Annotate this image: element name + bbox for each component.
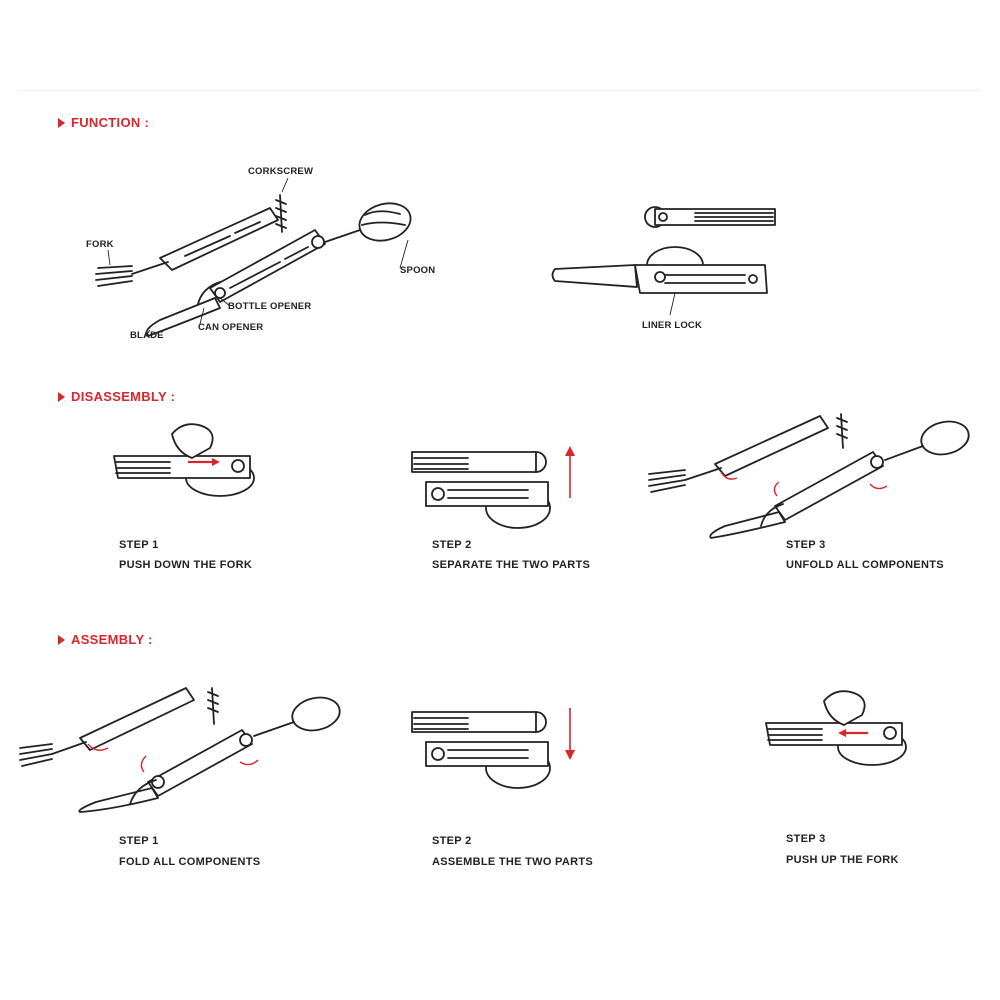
disassembly-section-title: DISASSEMBLY : xyxy=(58,389,175,404)
assembly-step3-text: PUSH UP THE FORK xyxy=(786,854,899,866)
spoon-label: SPOON xyxy=(400,265,436,276)
bottle-opener-label: BOTTLE OPENER xyxy=(228,301,312,312)
assembly-step1-number: STEP 1 xyxy=(119,835,159,847)
assembly-step1-illustration xyxy=(19,687,341,813)
function-section-title: FUNCTION : xyxy=(58,115,149,130)
fork-label: FORK xyxy=(86,239,114,250)
assembly-step3-number: STEP 3 xyxy=(786,833,826,845)
disassembly-step1-number: STEP 1 xyxy=(119,539,159,551)
can-opener-label: CAN OPENER xyxy=(198,322,264,333)
disassembly-step1-text: PUSH DOWN THE FORK xyxy=(119,559,253,571)
disassembly-step2-number: STEP 2 xyxy=(432,539,472,551)
liner-lock-label: LINER LOCK xyxy=(642,320,703,331)
assembly-step2-number: STEP 2 xyxy=(432,835,472,847)
folded-multitool-illustration xyxy=(551,206,776,316)
triangle-bullet-icon xyxy=(58,391,65,402)
triangle-bullet-icon xyxy=(58,117,65,128)
assembly-step3-illustration xyxy=(765,690,907,766)
assembly-step2-illustration xyxy=(411,708,575,789)
disassembly-step3-number: STEP 3 xyxy=(786,539,826,551)
top-divider xyxy=(18,90,980,91)
disassembly-step1-illustration xyxy=(113,423,255,497)
unfolded-multitool-illustration xyxy=(95,177,412,337)
blade-label: BLADE xyxy=(130,330,164,341)
disassembly-step3-text: UNFOLD ALL COMPONENTS xyxy=(786,559,944,571)
assembly-step1-text: FOLD ALL COMPONENTS xyxy=(119,856,261,868)
corkscrew-label: CORKSCREW xyxy=(248,166,314,177)
triangle-bullet-icon xyxy=(58,634,65,645)
assembly-section-title: ASSEMBLY : xyxy=(58,632,153,647)
disassembly-step3-illustration xyxy=(648,413,970,539)
disassembly-step2-illustration xyxy=(411,446,575,529)
assembly-step2-text: ASSEMBLE THE TWO PARTS xyxy=(432,856,594,868)
disassembly-step2-text: SEPARATE THE TWO PARTS xyxy=(432,559,591,571)
